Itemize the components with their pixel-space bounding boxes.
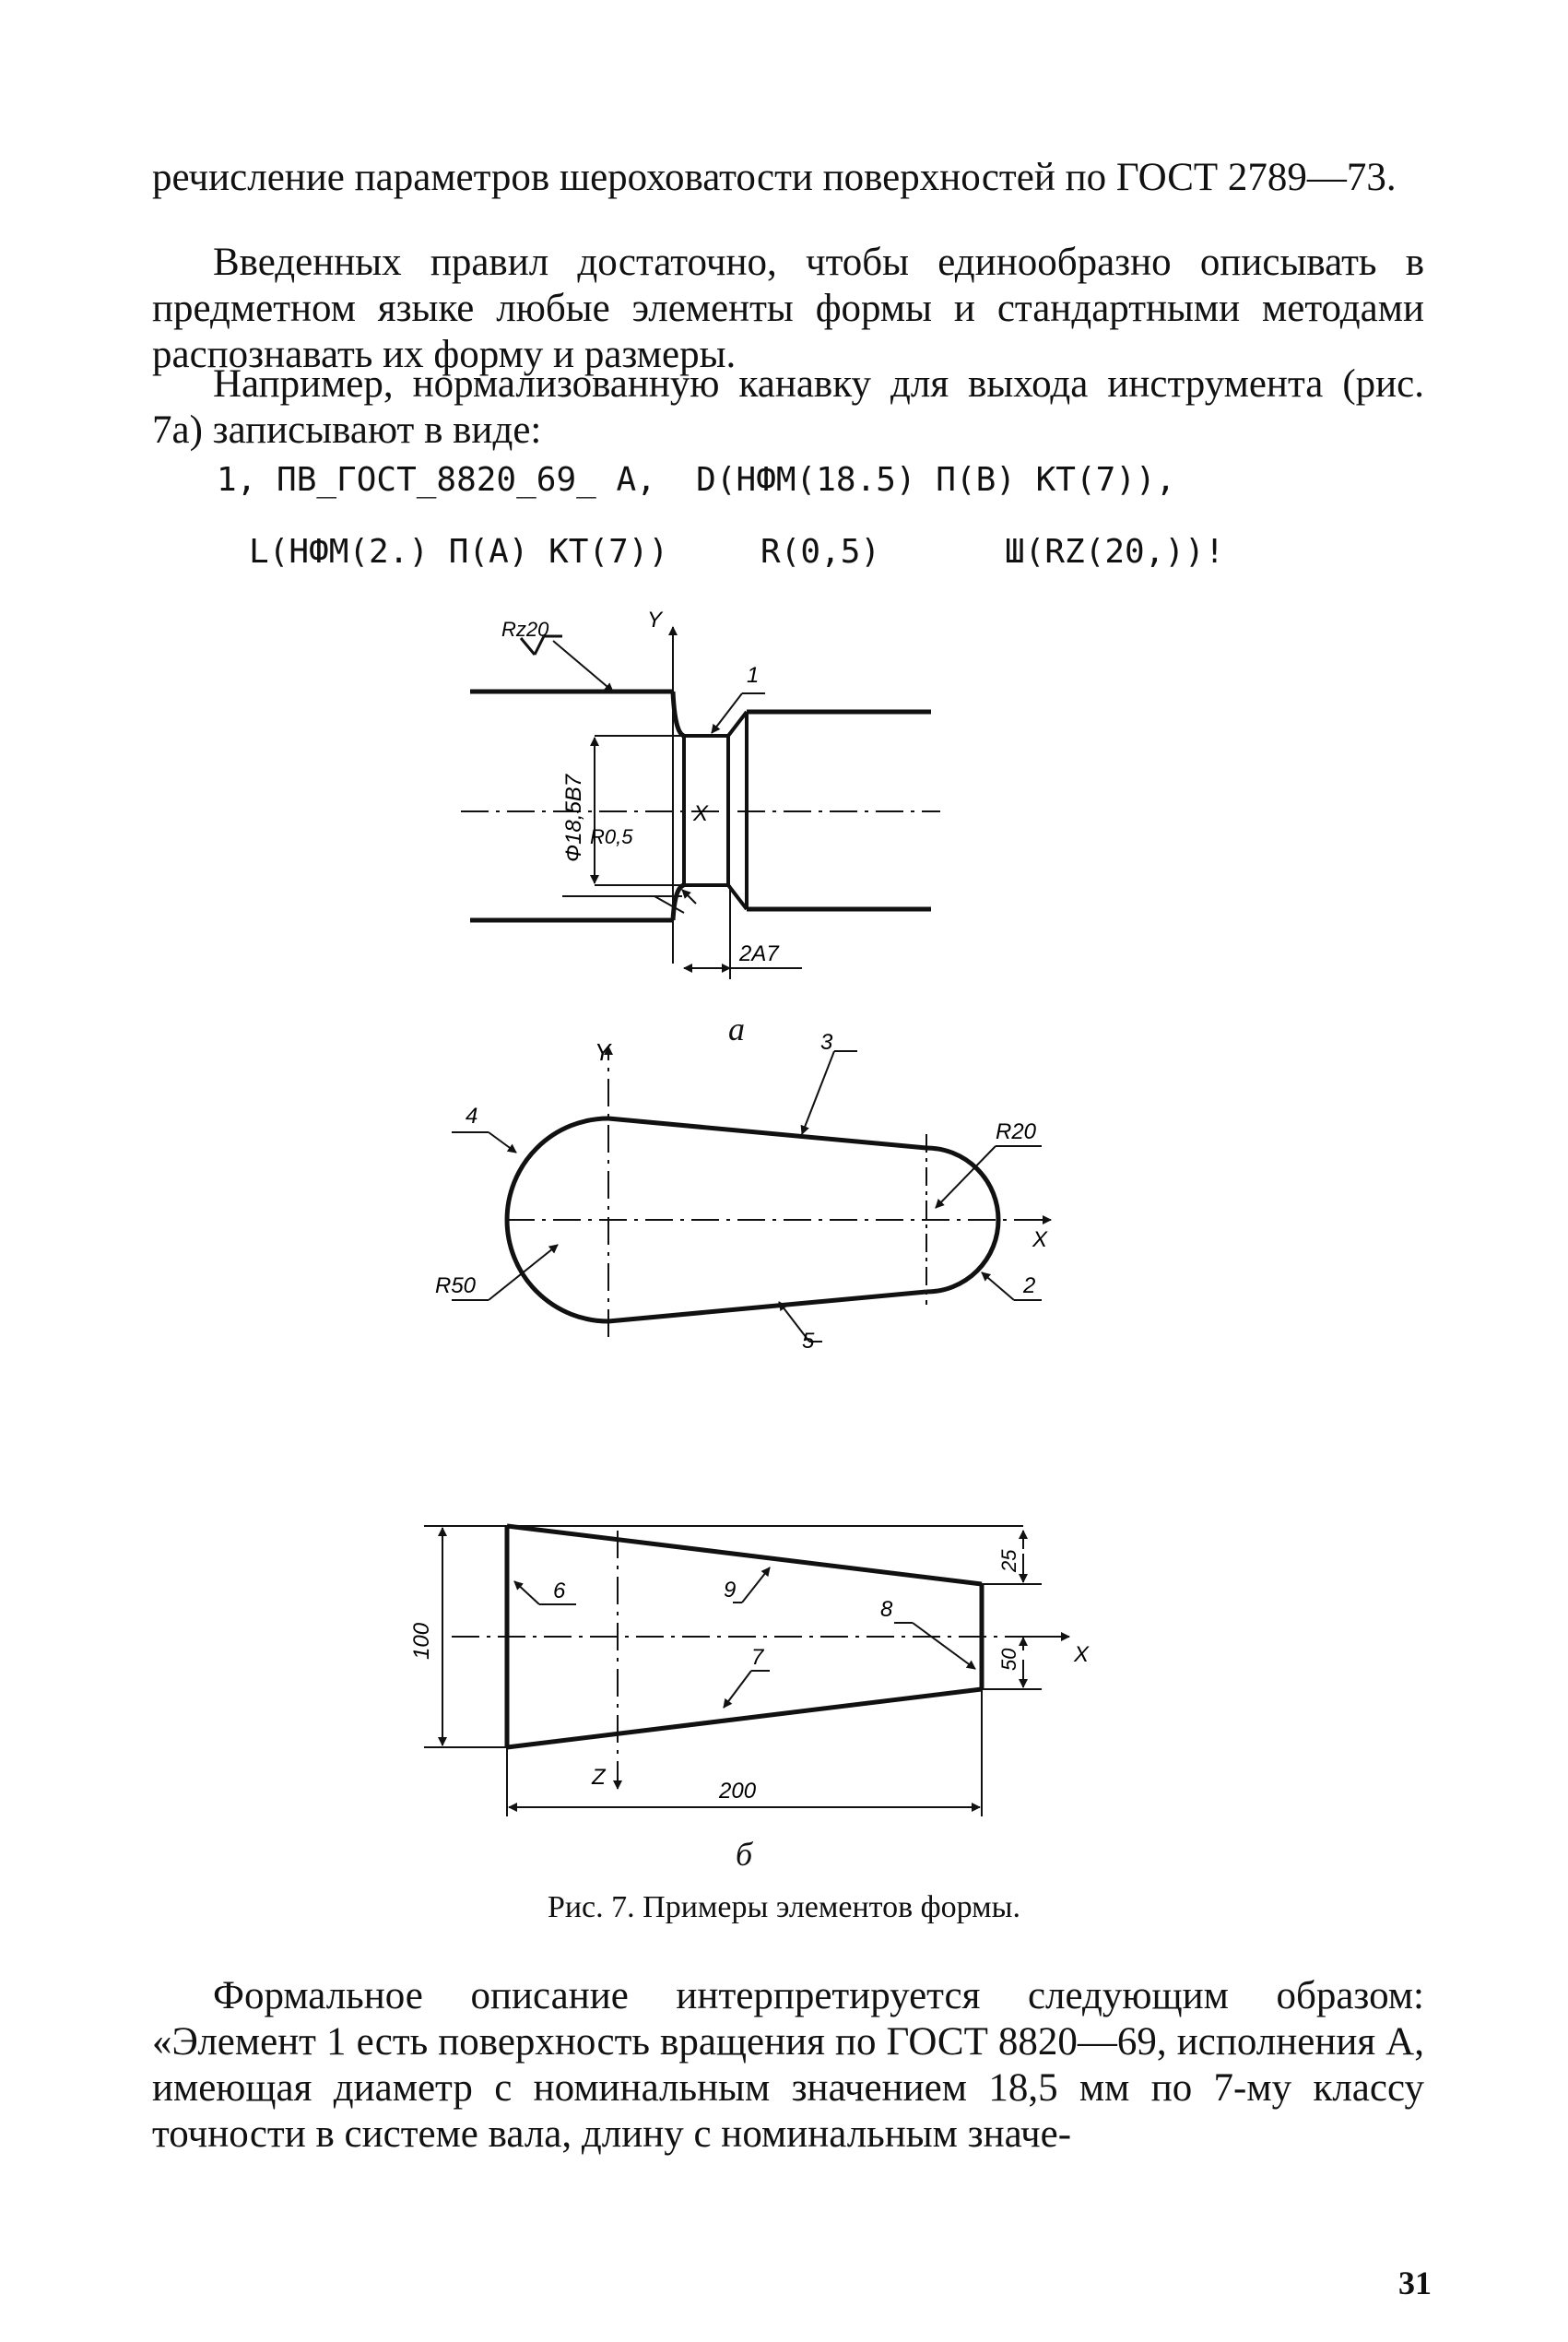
figure-a: Rz20 Y 1 X Ф18,5В7 R0,5 2А7 xyxy=(461,608,940,979)
page-number: 31 xyxy=(1398,2265,1432,2301)
label-y-b: Y xyxy=(595,1038,612,1066)
label-100: 100 xyxy=(409,1622,434,1660)
label-r50: R50 xyxy=(435,1273,477,1298)
intro-line1: речисление параметров шероховатости пове… xyxy=(152,156,1397,199)
figure-caption: Рис. 7. Примеры элементов формы. xyxy=(547,1890,1021,1924)
label-5: 5 xyxy=(802,1329,815,1354)
label-x-b: X xyxy=(1032,1227,1048,1252)
label-3: 3 xyxy=(820,1030,833,1055)
figure-b-lower: 100 6 9 8 7 25 50 X Z 200 xyxy=(409,1523,1090,1816)
label-y-a: Y xyxy=(647,608,664,633)
label-8: 8 xyxy=(880,1597,893,1622)
label-x-a: X xyxy=(692,801,709,826)
intro-para3: Например, нормализованную канавку для вы… xyxy=(152,362,1424,452)
label-50: 50 xyxy=(997,1648,1020,1671)
intro-para2: Введенных правил достаточно, чтобы едино… xyxy=(152,241,1424,376)
outro-para: Формальное описание интерпретируется сле… xyxy=(152,1974,1424,2156)
label-diameter: Ф18,5В7 xyxy=(561,773,586,862)
label-r20: R20 xyxy=(996,1119,1037,1144)
label-r05: R0,5 xyxy=(590,825,633,848)
code-line1: 1, ПВ_ГОСТ_8820_69_ А, D(НФМ(18.5) П(В) … xyxy=(217,461,1176,499)
figure-b-upper: Y X 3 4 R20 2 R50 5 xyxy=(435,1030,1052,1354)
label-z: Z xyxy=(591,1765,607,1790)
label-2: 2 xyxy=(1022,1273,1035,1298)
label-9: 9 xyxy=(724,1578,736,1603)
label-7: 7 xyxy=(751,1645,765,1670)
code-line2-part1: L(НФМ(2.) П(А) КТ(7)) xyxy=(249,533,669,571)
label-6: 6 xyxy=(553,1579,566,1603)
label-25: 25 xyxy=(997,1549,1020,1573)
label-1: 1 xyxy=(747,663,759,688)
label-rz20: Rz20 xyxy=(501,618,549,641)
label-x-c: X xyxy=(1073,1642,1090,1667)
sublabel-a: а xyxy=(728,1011,745,1047)
label-2a7: 2А7 xyxy=(738,941,780,966)
label-4: 4 xyxy=(466,1104,477,1129)
code-line2-part3: Ш(RZ(20,))! xyxy=(1005,533,1225,571)
sublabel-b: б xyxy=(736,1836,753,1873)
label-200: 200 xyxy=(718,1779,757,1804)
code-line2-part2: R(0,5) xyxy=(760,533,881,571)
